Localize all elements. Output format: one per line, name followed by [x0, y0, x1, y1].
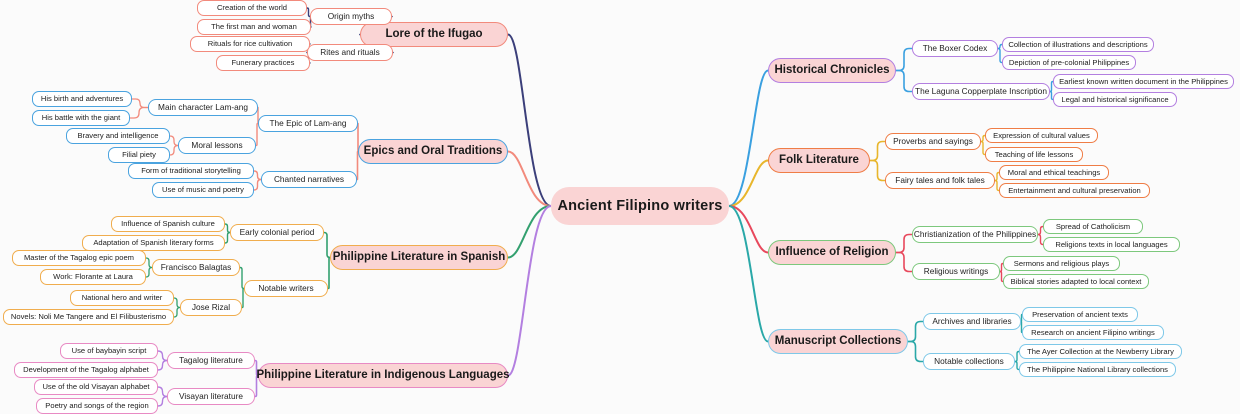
subtopic-node[interactable]: Religious writings [912, 263, 1000, 280]
subtopic-node[interactable]: Francisco Balagtas [152, 259, 240, 276]
subtopic-node[interactable]: Notable collections [923, 353, 1015, 370]
leaf-node[interactable]: Work: Florante at Laura [40, 269, 146, 285]
subtopic-node[interactable]: The Boxer Codex [912, 40, 998, 57]
subtopic-node[interactable]: The Laguna Copperplate Inscription [912, 83, 1050, 100]
leaf-node[interactable]: Adaptation of Spanish literary forms [82, 235, 225, 251]
leaf-node[interactable]: Biblical stories adapted to local contex… [1003, 274, 1149, 289]
leaf-node[interactable]: Sermons and religious plays [1003, 256, 1120, 271]
subtopic-node[interactable]: Notable writers [244, 280, 328, 297]
subtopic-node[interactable]: Moral lessons [178, 137, 256, 154]
leaf-node[interactable]: Development of the Tagalog alphabet [14, 362, 158, 378]
leaf-node[interactable]: Bravery and intelligence [66, 128, 170, 144]
branch-node-influence-of-religion[interactable]: Influence of Religion [768, 240, 896, 265]
subtopic-node[interactable]: Rites and rituals [307, 44, 393, 61]
subtopic-node[interactable]: Jose Rizal [180, 299, 242, 316]
leaf-node[interactable]: His battle with the giant [32, 110, 130, 126]
leaf-node[interactable]: His birth and adventures [32, 91, 132, 107]
leaf-node[interactable]: National hero and writer [70, 290, 174, 306]
subtopic-node[interactable]: Origin myths [310, 8, 392, 25]
leaf-node[interactable]: Depiction of pre-colonial Philippines [1002, 55, 1136, 70]
subtopic-node[interactable]: Proverbs and sayings [885, 133, 981, 150]
central-topic[interactable]: Ancient Filipino writers [551, 187, 729, 225]
leaf-node[interactable]: The Ayer Collection at the Newberry Libr… [1019, 344, 1182, 359]
leaf-node[interactable]: Teaching of life lessons [985, 147, 1083, 162]
branch-node-lore-of-the-ifugao[interactable]: Lore of the Ifugao [360, 22, 508, 47]
subtopic-node[interactable]: Archives and libraries [923, 313, 1021, 330]
branch-node-manuscript-collections[interactable]: Manuscript Collections [768, 329, 908, 354]
leaf-node[interactable]: Entertainment and cultural preservation [999, 183, 1150, 198]
leaf-node[interactable]: Legal and historical significance [1053, 92, 1177, 107]
leaf-node[interactable]: Master of the Tagalog epic poem [12, 250, 146, 266]
subtopic-node[interactable]: Main character Lam-ang [148, 99, 258, 116]
leaf-node[interactable]: Form of traditional storytelling [128, 163, 254, 179]
branch-node-philippine-literature-in-indigenous-languages[interactable]: Philippine Literature in Indigenous Lang… [256, 363, 510, 388]
leaf-node[interactable]: Spread of Catholicism [1043, 219, 1143, 234]
subtopic-node[interactable]: Christianization of the Philippines [912, 226, 1038, 243]
subtopic-node[interactable]: Fairy tales and folk tales [885, 172, 995, 189]
leaf-node[interactable]: The first man and woman [197, 19, 311, 35]
leaf-node[interactable]: The Philippine National Library collecti… [1019, 362, 1176, 377]
leaf-node[interactable]: Influence of Spanish culture [111, 216, 225, 232]
leaf-node[interactable]: Novels: Noli Me Tangere and El Filibuste… [3, 309, 174, 325]
branch-node-philippine-literature-in-spanish[interactable]: Philippine Literature in Spanish [330, 245, 508, 270]
subtopic-node[interactable]: Tagalog literature [167, 352, 255, 369]
subtopic-node[interactable]: Early colonial period [230, 224, 324, 241]
subtopic-node[interactable]: Visayan literature [167, 388, 255, 405]
branch-node-historical-chronicles[interactable]: Historical Chronicles [768, 58, 896, 83]
leaf-node[interactable]: Expression of cultural values [985, 128, 1098, 143]
leaf-node[interactable]: Earliest known written document in the P… [1053, 74, 1234, 89]
leaf-node[interactable]: Use of baybayin script [60, 343, 158, 359]
leaf-node[interactable]: Moral and ethical teachings [999, 165, 1109, 180]
leaf-node[interactable]: Rituals for rice cultivation [190, 36, 310, 52]
leaf-node[interactable]: Filial piety [108, 147, 170, 163]
leaf-node[interactable]: Funerary practices [216, 55, 310, 71]
leaf-node[interactable]: Creation of the world [197, 0, 307, 16]
leaf-node[interactable]: Use of the old Visayan alphabet [34, 379, 158, 395]
subtopic-node[interactable]: Chanted narratives [261, 171, 357, 188]
branch-node-folk-literature[interactable]: Folk Literature [768, 148, 870, 173]
branch-node-epics-and-oral-traditions[interactable]: Epics and Oral Traditions [358, 139, 508, 164]
leaf-node[interactable]: Use of music and poetry [152, 182, 254, 198]
subtopic-node[interactable]: The Epic of Lam-ang [258, 115, 358, 132]
leaf-node[interactable]: Collection of illustrations and descript… [1002, 37, 1154, 52]
leaf-node[interactable]: Preservation of ancient texts [1022, 307, 1138, 322]
leaf-node[interactable]: Research on ancient Filipino writings [1022, 325, 1164, 340]
leaf-node[interactable]: Religions texts in local languages [1043, 237, 1180, 252]
